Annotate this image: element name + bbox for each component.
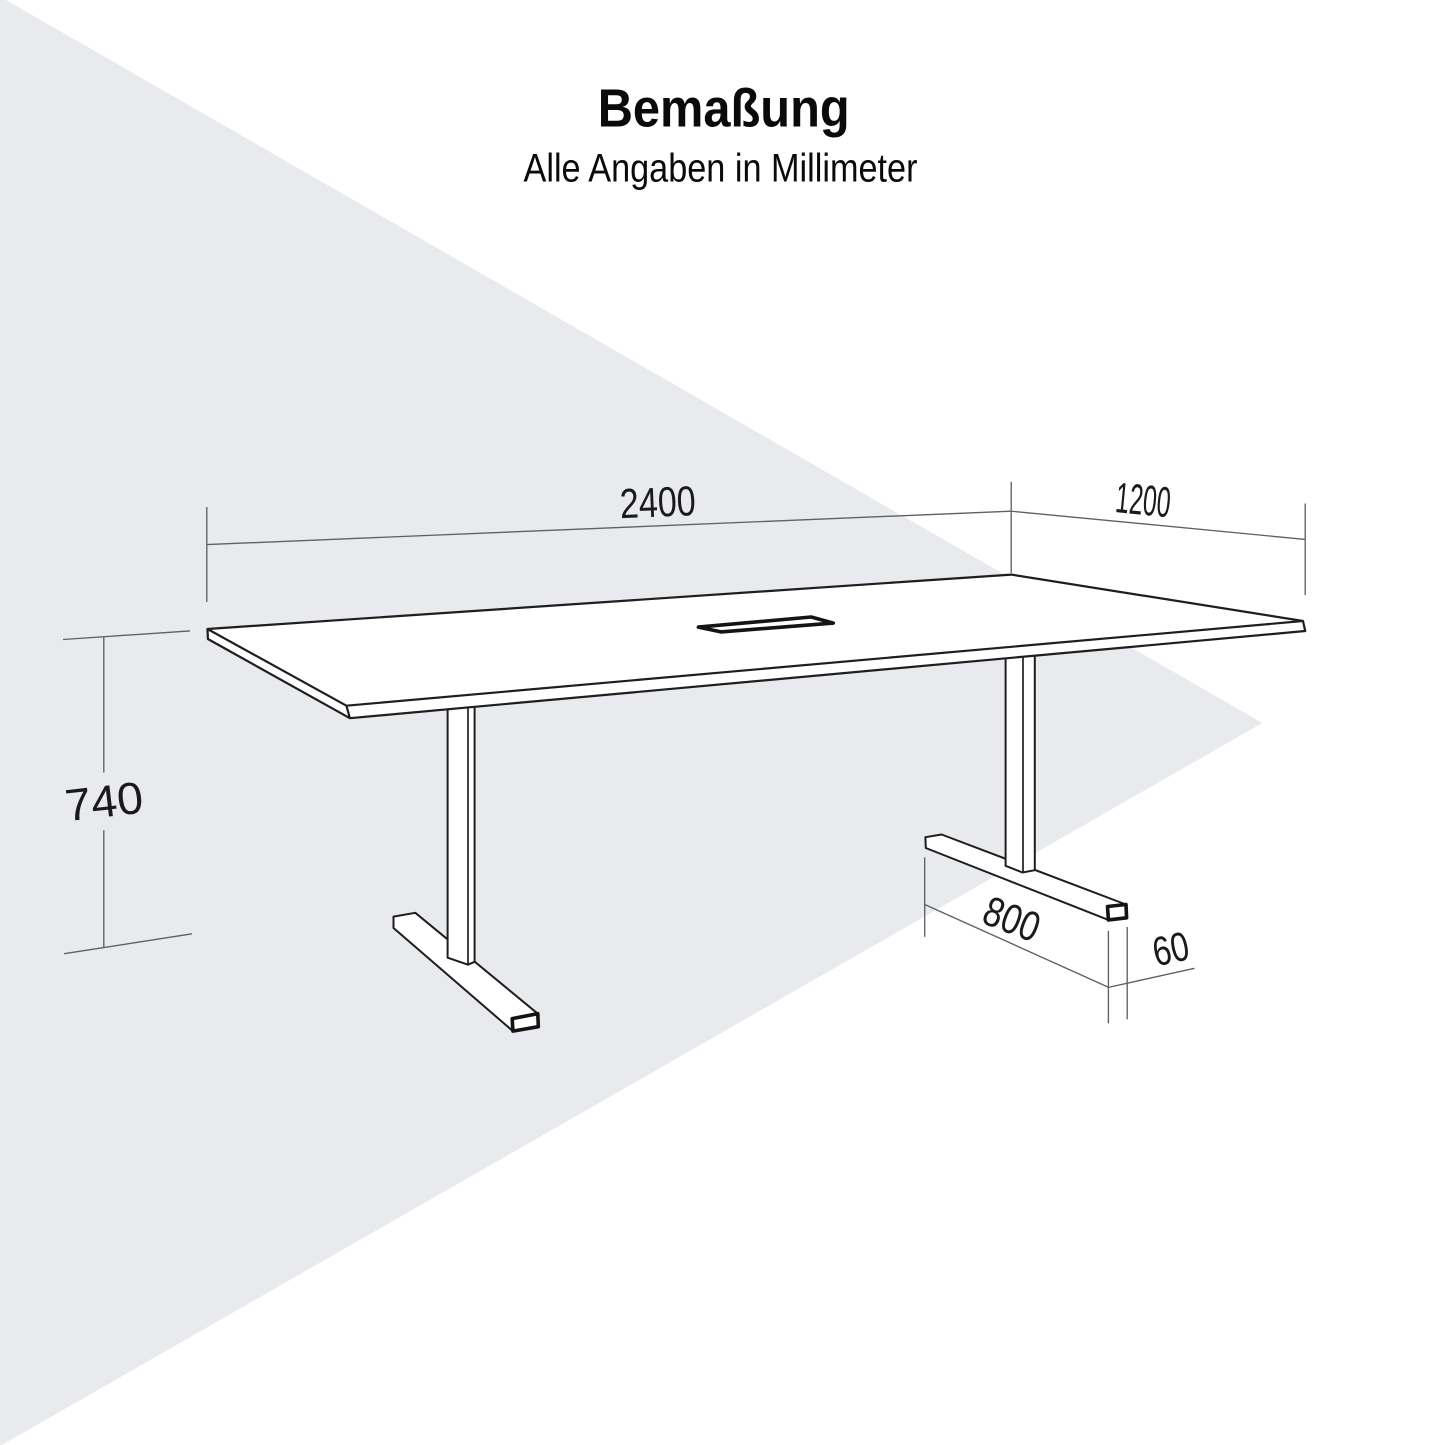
svg-text:2400: 2400 — [619, 477, 697, 527]
svg-text:740: 740 — [62, 772, 145, 832]
svg-text:Alle Angaben in Millimeter: Alle Angaben in Millimeter — [524, 146, 918, 190]
svg-text:1200: 1200 — [1113, 474, 1172, 527]
svg-text:Bemaßung: Bemaßung — [598, 78, 850, 138]
